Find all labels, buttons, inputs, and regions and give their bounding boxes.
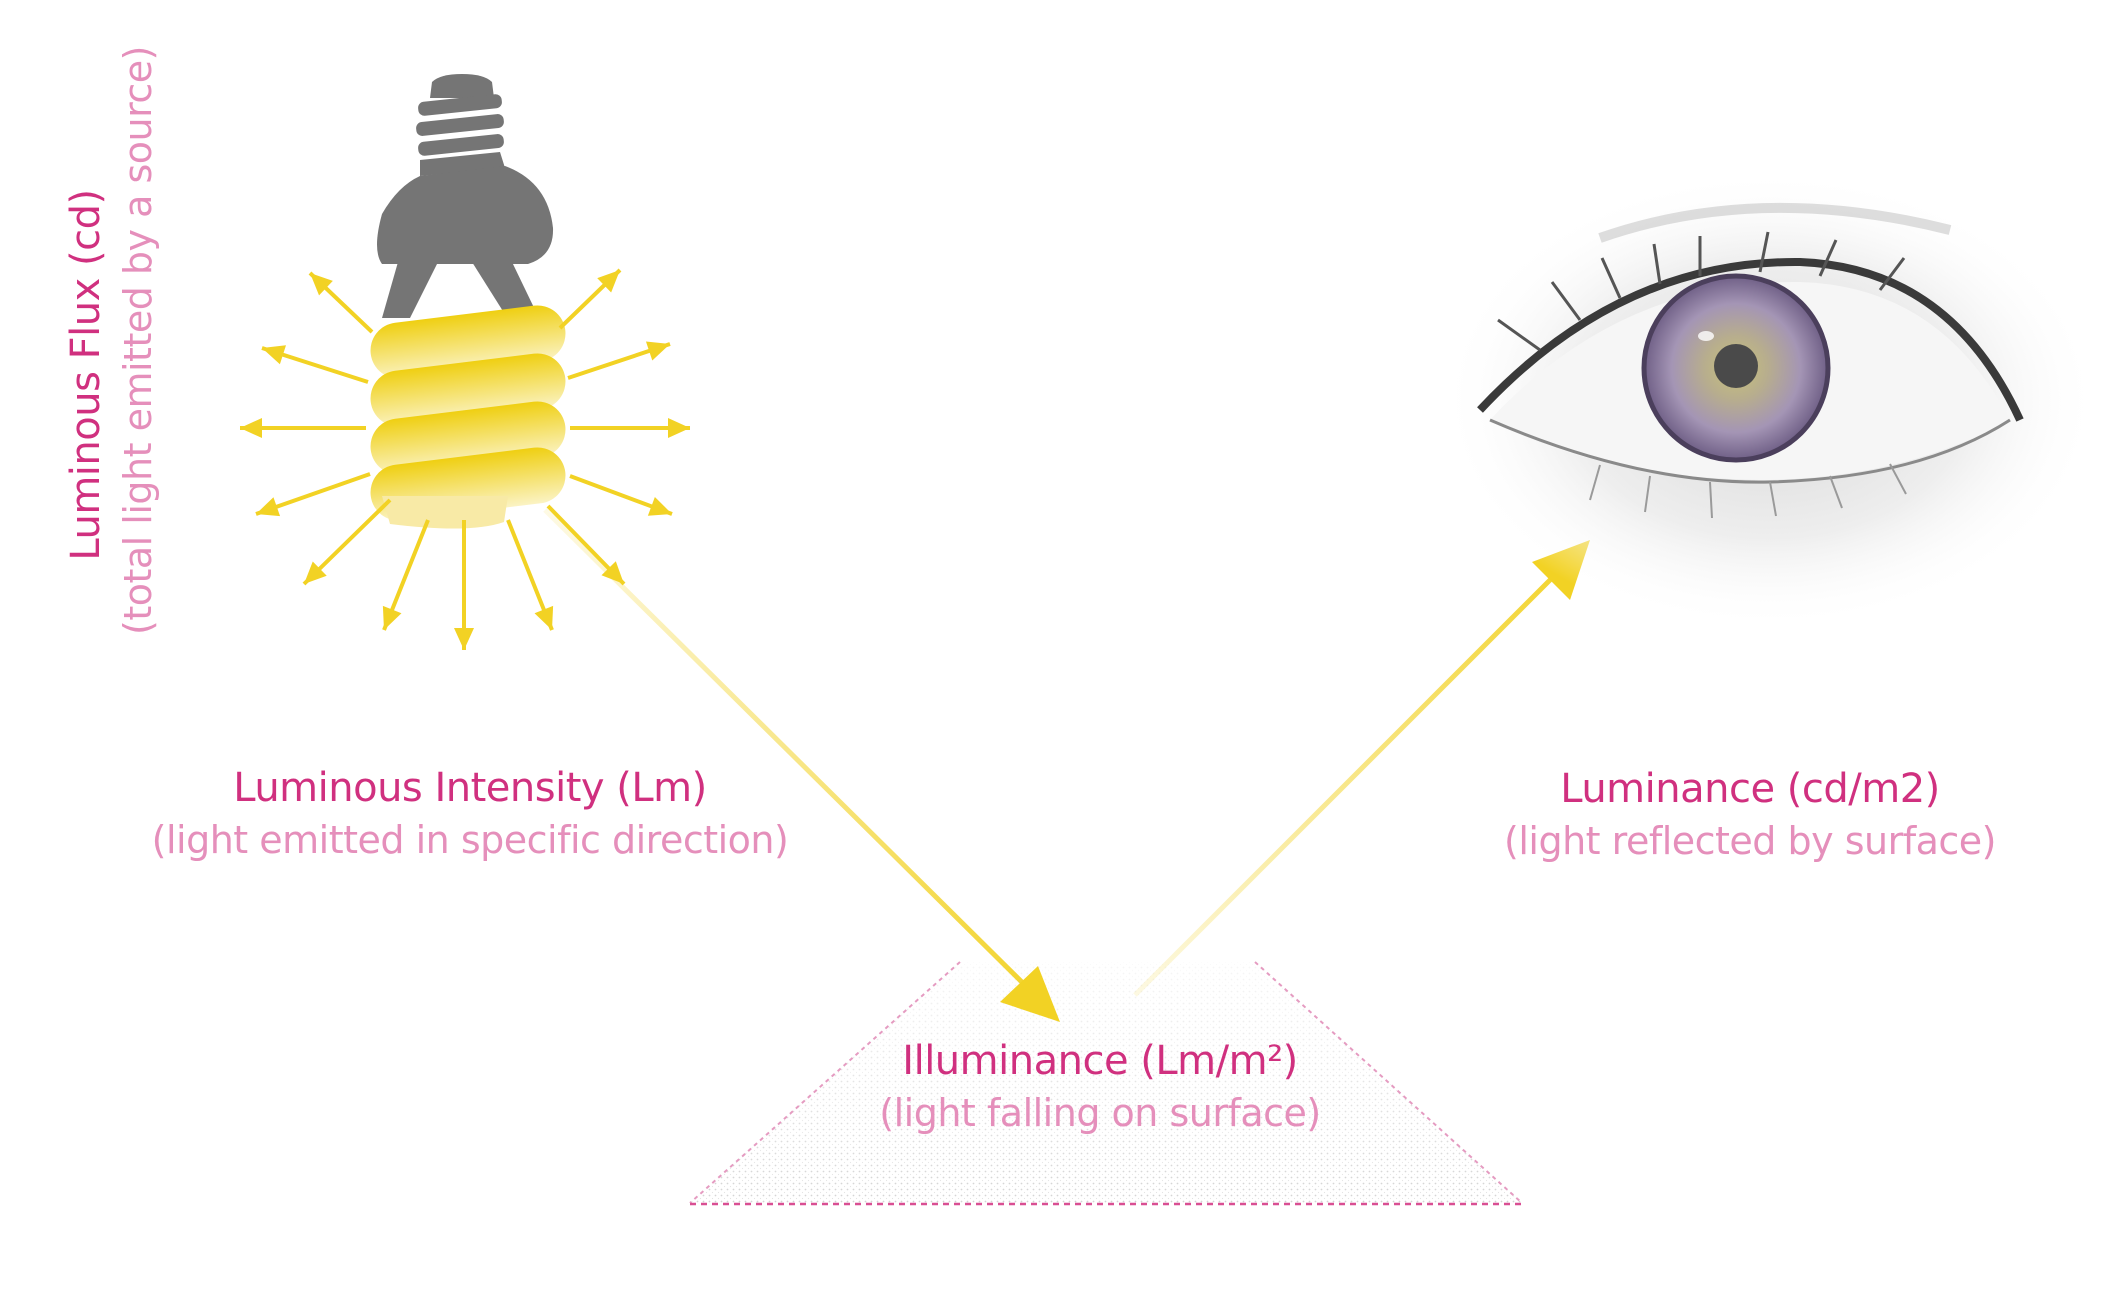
light-ray-arrowhead bbox=[240, 418, 262, 438]
eye-icon bbox=[1440, 170, 2100, 630]
luminous-flux-subtitle: (total light emitted by a source) bbox=[116, 46, 160, 635]
light-ray-arrowhead bbox=[668, 418, 690, 438]
luminous-intensity-title: Luminous Intensity (Lm) bbox=[233, 765, 707, 811]
light-ray-arrowhead bbox=[601, 561, 624, 584]
incident-light-beam bbox=[543, 508, 1060, 1022]
luminous-flux-title: Luminous Flux (cd) bbox=[63, 189, 109, 561]
luminance-label: Luminance (cd/m2) (light reflected by su… bbox=[1450, 763, 2050, 867]
luminous-flux-label: Luminous Flux (cd) (total light emitted … bbox=[60, 46, 164, 635]
surface-plane bbox=[689, 961, 1523, 1206]
illuminance-label: Illuminance (Lm/m²) (light falling on su… bbox=[800, 1035, 1400, 1139]
illuminance-title: Illuminance (Lm/m²) bbox=[902, 1038, 1298, 1084]
luminance-title: Luminance (cd/m2) bbox=[1560, 766, 1940, 812]
light-ray-arrowhead bbox=[534, 605, 554, 630]
light-ray-arrowhead bbox=[645, 341, 670, 361]
light-ray-arrowhead bbox=[597, 270, 620, 293]
light-ray-arrowhead bbox=[647, 496, 672, 516]
luminous-intensity-label: Luminous Intensity (Lm) (light emitted i… bbox=[140, 762, 800, 866]
luminance-subtitle: (light reflected by surface) bbox=[1504, 819, 1996, 863]
light-bulb-icon bbox=[370, 74, 566, 529]
light-ray-arrowhead bbox=[454, 628, 474, 650]
illuminance-subtitle: (light falling on surface) bbox=[879, 1091, 1321, 1135]
luminous-intensity-subtitle: (light emitted in specific direction) bbox=[151, 818, 789, 862]
light-ray-arrowhead bbox=[382, 605, 402, 630]
light-ray-arrowhead bbox=[256, 497, 281, 517]
light-ray-arrowhead bbox=[304, 561, 327, 584]
light-ray-arrowhead bbox=[262, 345, 287, 365]
radiating-light-rays bbox=[240, 268, 690, 650]
light-ray-arrowhead bbox=[310, 273, 333, 296]
